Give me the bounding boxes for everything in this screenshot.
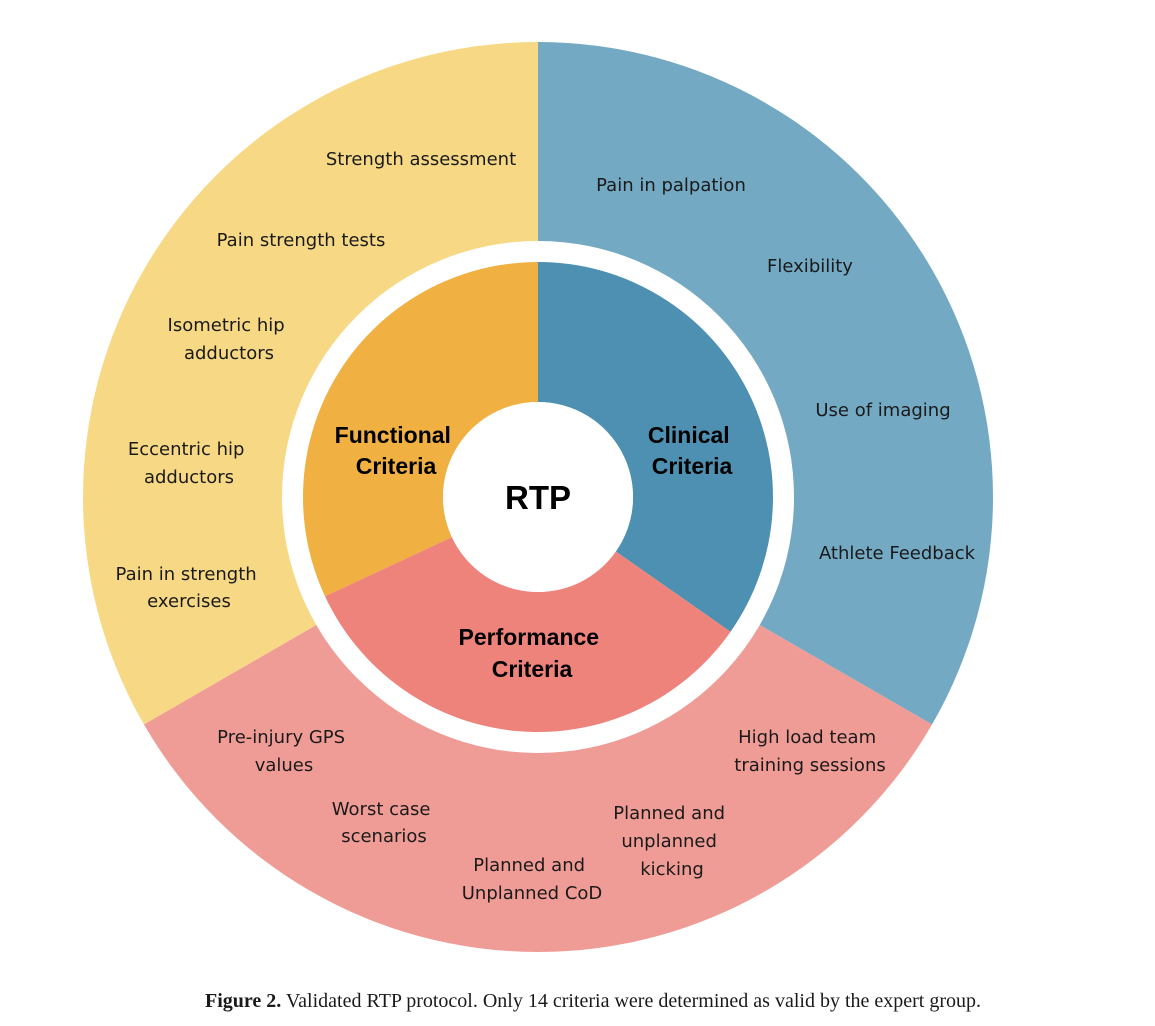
criterion-pain-in-palpation: Pain in palpation	[596, 175, 746, 196]
outer-sector-performance	[143, 624, 933, 952]
criterion-pain-in-strength-exercises: Pain in strength exercises	[116, 564, 263, 612]
caption-text: Validated RTP protocol. Only 14 criteria…	[281, 990, 982, 1012]
criterion-planned-unplanned-kicking: Planned and unplanned kicking	[613, 803, 731, 880]
criterion-pain-strength-tests: Pain strength tests	[217, 230, 386, 251]
criterion-eccentric-hip-adductors: Eccentric hip adductors	[128, 439, 250, 488]
figure-caption: Figure 2. Validated RTP protocol. Only 1…	[205, 990, 1145, 1013]
criterion-high-load-team-training: High load team training sessions	[734, 727, 885, 776]
center-hub	[443, 402, 633, 592]
criterion-pre-injury-gps-values: Pre-injury GPS values	[217, 727, 351, 776]
performance-criteria-label: Performance Criteria	[458, 624, 605, 682]
criterion-flexibility: Flexibility	[767, 256, 853, 277]
outer-sector-functional	[82, 42, 538, 725]
criterion-worst-case-scenarios: Worst case scenarios	[332, 799, 436, 847]
center-label: RTP	[505, 479, 571, 516]
criterion-use-of-imaging: Use of imaging	[815, 400, 950, 421]
inner-sector-clinical	[538, 262, 773, 632]
outer-sector-clinical	[538, 42, 993, 725]
criterion-athlete-feedback: Athlete Feedback	[819, 543, 976, 564]
inner-sector-performance	[325, 537, 731, 732]
clinical-criteria-label: Clinical Criteria	[648, 422, 736, 479]
inner-sector-functional	[303, 262, 538, 597]
criterion-strength-assessment: Strength assessment	[326, 149, 516, 170]
caption-label: Figure 2.	[205, 990, 282, 1012]
criterion-isometric-hip-adductors: Isometric hip adductors	[168, 315, 291, 364]
criterion-planned-unplanned-cod: Planned and Unplanned CoD	[462, 855, 603, 904]
functional-criteria-label: Functional Criteria	[335, 422, 458, 479]
